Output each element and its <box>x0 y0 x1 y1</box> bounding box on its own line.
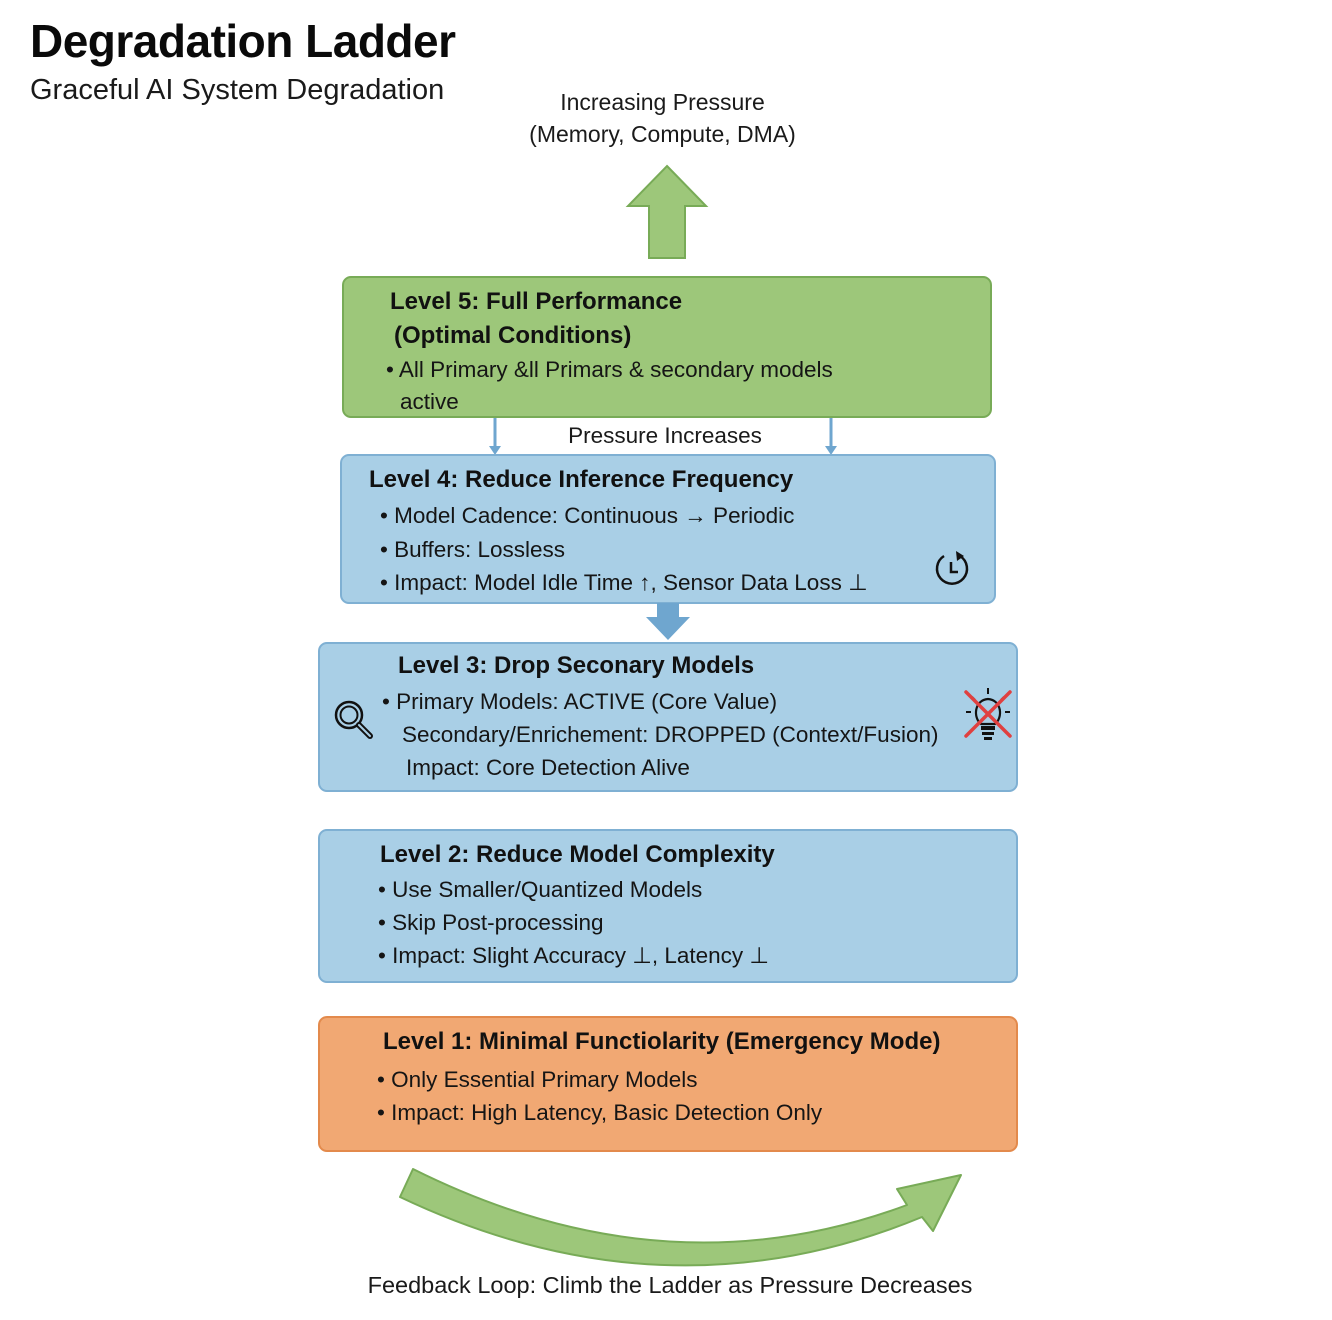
increasing-pressure-label: Increasing Pressure (Memory, Compute, DM… <box>500 86 825 150</box>
up-arrow-icon <box>625 164 709 259</box>
level1-line-1: • Only Essential Primary Models <box>377 1067 698 1092</box>
level4-line-2: • Buffers: Lossless <box>380 537 566 562</box>
down-arrow-icon-left <box>489 418 501 455</box>
down-arrow-icon <box>646 603 690 640</box>
level4-line-1: • Model Cadence: Continuous → Periodic <box>380 503 795 528</box>
level5-heading: Level 5: Full Performance <box>390 288 683 315</box>
level2-line-2: • Skip Post-processing <box>378 910 604 935</box>
level4-heading: Level 4: Reduce Inference Frequency <box>369 466 794 493</box>
level3-line-2: Secondary/Enrichement: DROPPED (Context/… <box>402 722 939 747</box>
level2-box: Level 2: Reduce Model Complexity • Use S… <box>318 829 1018 983</box>
level2-line-1: • Use Smaller/Quantized Models <box>378 877 703 902</box>
level1-heading: Level 1: Minimal Functiolarity (Emergenc… <box>383 1028 941 1055</box>
level4-box: Level 4: Reduce Inference Frequency • Mo… <box>340 454 996 604</box>
level3-box: Level 3: Drop Seconary Models • Primary … <box>318 642 1018 792</box>
down-arrow-icon-right <box>825 418 837 455</box>
level3-line-1: • Primary Models: ACTIVE (Core Value) <box>382 689 778 714</box>
level1-box: Level 1: Minimal Functiolarity (Emergenc… <box>318 1016 1018 1152</box>
level3-heading: Level 3: Drop Seconary Models <box>398 652 755 679</box>
page-title: Degradation Ladder <box>30 15 456 67</box>
level5-box: Level 5: Full Performance (Optimal Condi… <box>342 276 992 418</box>
level5-line-1: • All Primary &ll Primars & ѕecondary mo… <box>386 357 833 382</box>
level2-heading: Level 2: Reduce Model Complexity <box>380 841 775 868</box>
curved-arrow-icon <box>399 1168 962 1267</box>
page-subtitle: Graceful AI System Degradation <box>30 74 445 106</box>
pressure-increases-label: Pressure Increases <box>568 423 762 448</box>
crossed-lightbulb-icon <box>964 688 1012 740</box>
level1-line-2: • Impact: High Latency, Basic Detection … <box>377 1100 823 1125</box>
level5-subheading: (Optimal Conditions) <box>394 322 632 349</box>
timer-icon <box>935 551 969 585</box>
pressure-label-line1: Increasing Pressure <box>560 89 765 115</box>
level5-line-2: active <box>400 389 459 414</box>
magnifier-icon <box>334 700 373 739</box>
pressure-label-line2: (Memory, Compute, DMA) <box>529 121 796 147</box>
level2-line-3: • Impact: Slight Accuracy ⊥, Latency ⊥ <box>378 943 769 968</box>
level4-line-3: • Impact: Model Idle Time ↑, Sensor Data… <box>380 570 868 595</box>
level3-line-3: Impact: Core Detection Alive <box>406 755 690 780</box>
feedback-loop-label: Feedback Loop: Climb the Ladder as Press… <box>367 1272 973 1298</box>
